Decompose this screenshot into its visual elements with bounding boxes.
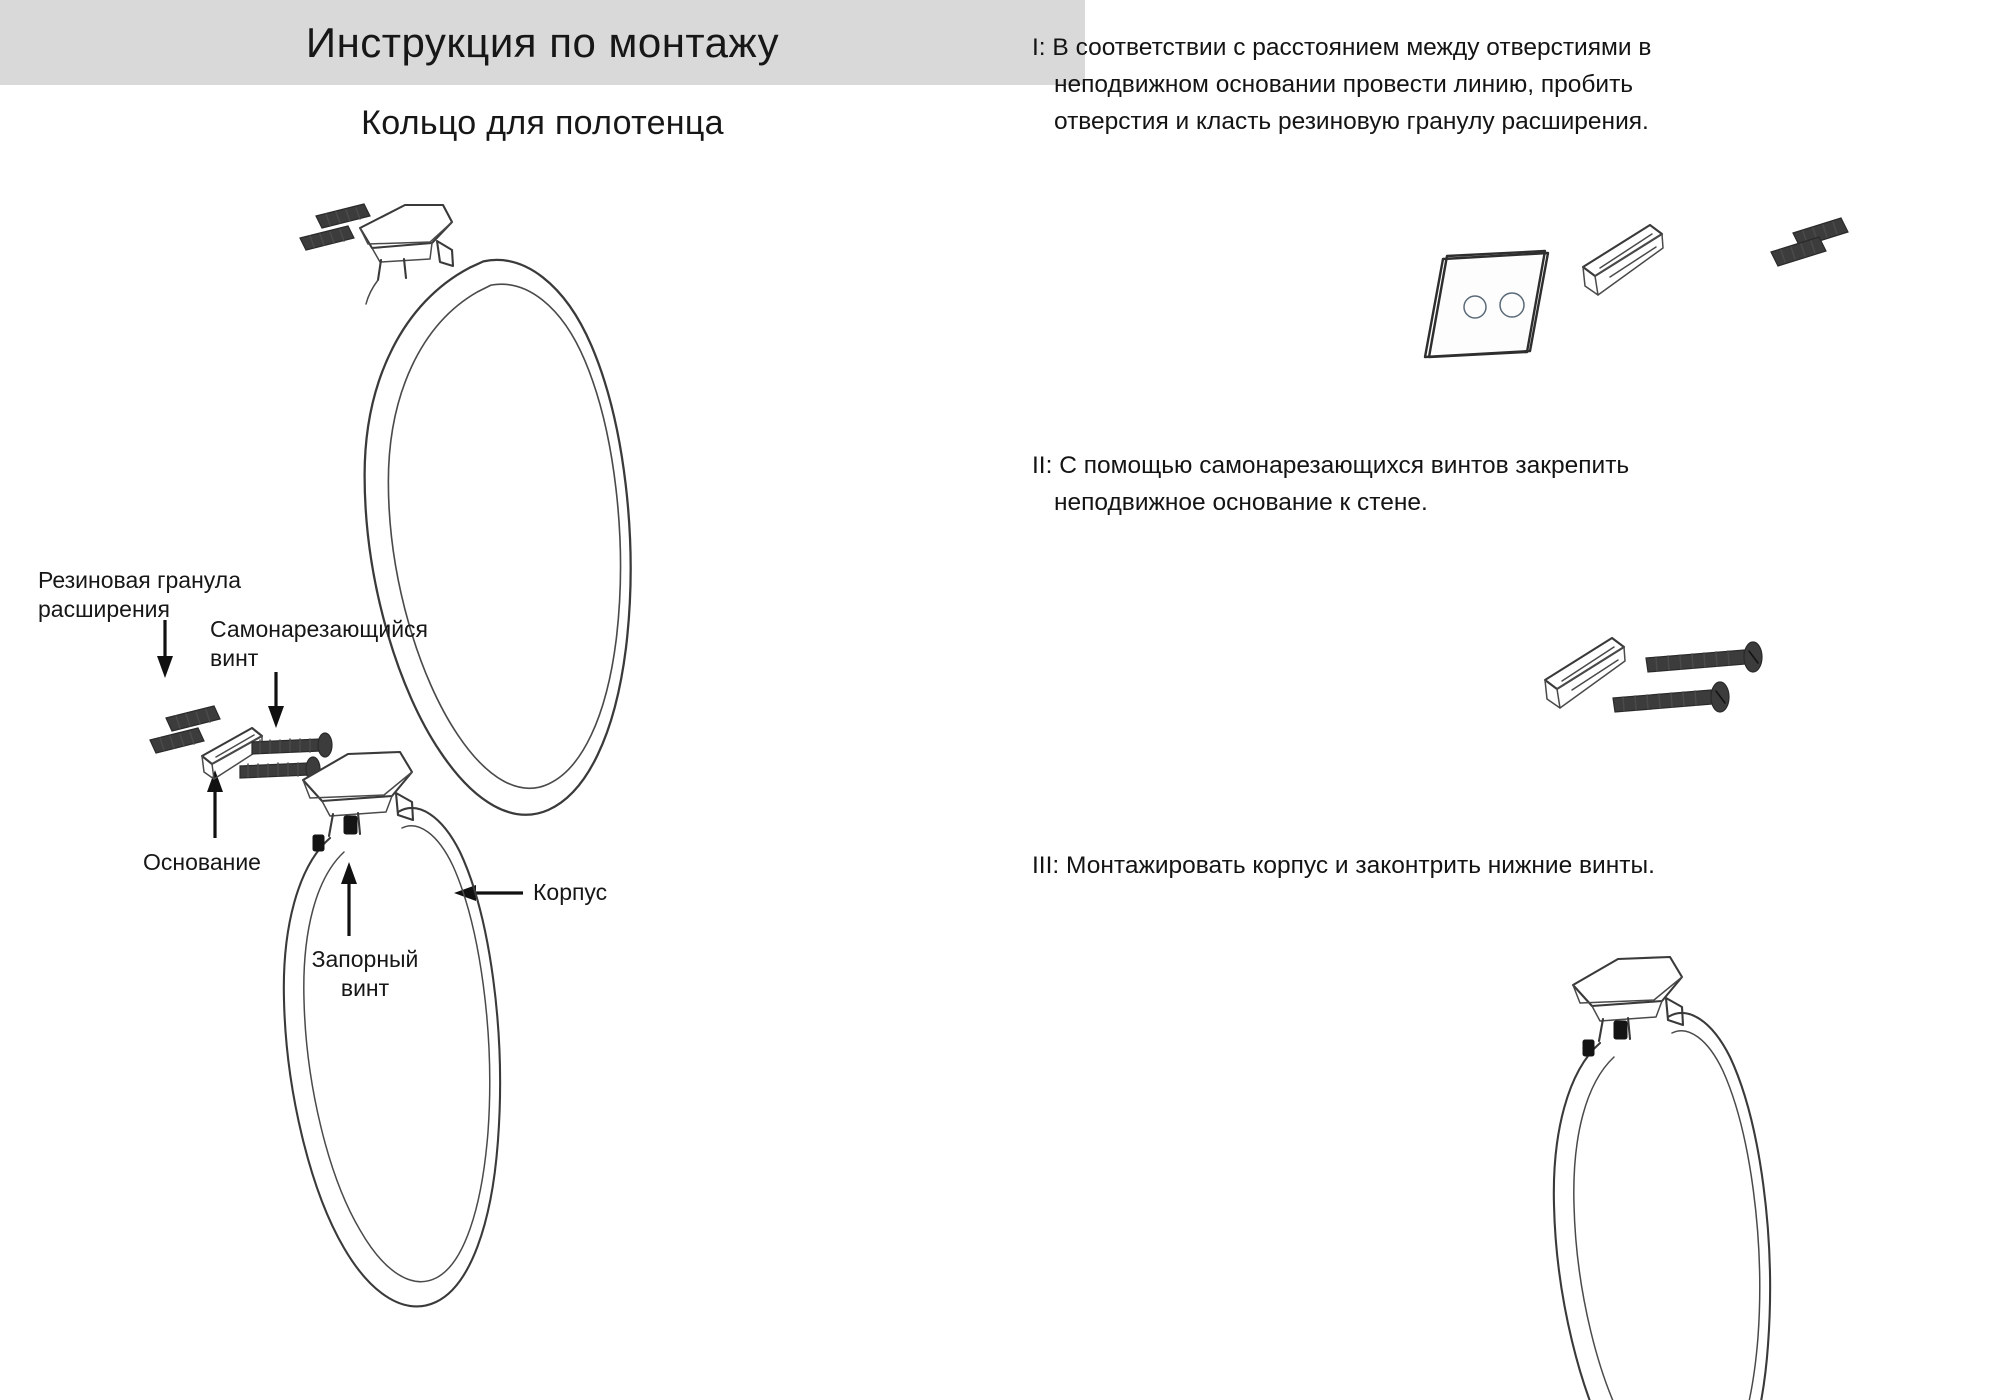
header-band (0, 0, 1085, 85)
step-1-mounting-bracket (1581, 223, 1664, 296)
step-2-line-2: неподвижное основание к стене. (1054, 488, 1428, 516)
callout-arrow-locking-screw (341, 862, 357, 936)
label-body: Корпус (533, 879, 608, 905)
step-1-line-1: I: В соответствии с расстоянием между от… (1032, 34, 1652, 61)
step-3-text: III: Монтажировать корпус и законтрить н… (1032, 848, 2000, 885)
wall-plate-with-holes (1423, 249, 1550, 359)
step-1-line-2: неподвижном основании провести линию, пр… (1054, 70, 1634, 98)
assembled-towel-ring (1552, 955, 1772, 1400)
anchor-pair-hero (299, 203, 371, 251)
step-1-text: I: В соответствии с расстоянием между от… (1032, 30, 1992, 140)
step-1-line-3: отверстия и класть резиновую гранулу рас… (1054, 107, 1649, 135)
step-2-screw-upper (1645, 641, 1763, 673)
step-2-line-1: II: С помощью самонарезающихся винтов за… (1032, 452, 1630, 479)
product-subtitle: Кольцо для полотенца (361, 104, 724, 142)
towel-ring-hero (299, 203, 632, 816)
exploded-base-bracket (200, 726, 264, 780)
page-title: Инструкция по монтажу (305, 18, 780, 66)
step-2-mounting-bracket (1543, 636, 1626, 709)
step-1-rubber-anchors (1770, 217, 1849, 267)
label-rubber-granule: Резиновая гранула расширения (38, 567, 241, 623)
callout-arrow-rubber-granule (157, 620, 173, 678)
callout-arrow-base (207, 770, 223, 838)
step-2-text: II: С помощью самонарезающихся винтов за… (1032, 448, 1992, 522)
exploded-rubber-anchors (149, 705, 221, 754)
step-3-line-1: III: Монтажировать корпус и законтрить н… (1032, 852, 1655, 879)
callout-arrow-body (454, 885, 523, 901)
exploded-self-tapping-screws (239, 732, 333, 782)
label-base: Основание (143, 849, 261, 875)
label-self-tapping-screw: Самонарезающийся винт (210, 616, 428, 672)
callout-arrow-self-tapping-screw (268, 672, 284, 728)
exploded-towel-ring-body (282, 750, 502, 1308)
label-locking-screw: Запорный винт (311, 946, 419, 1002)
step-2-screw-lower (1612, 681, 1730, 713)
